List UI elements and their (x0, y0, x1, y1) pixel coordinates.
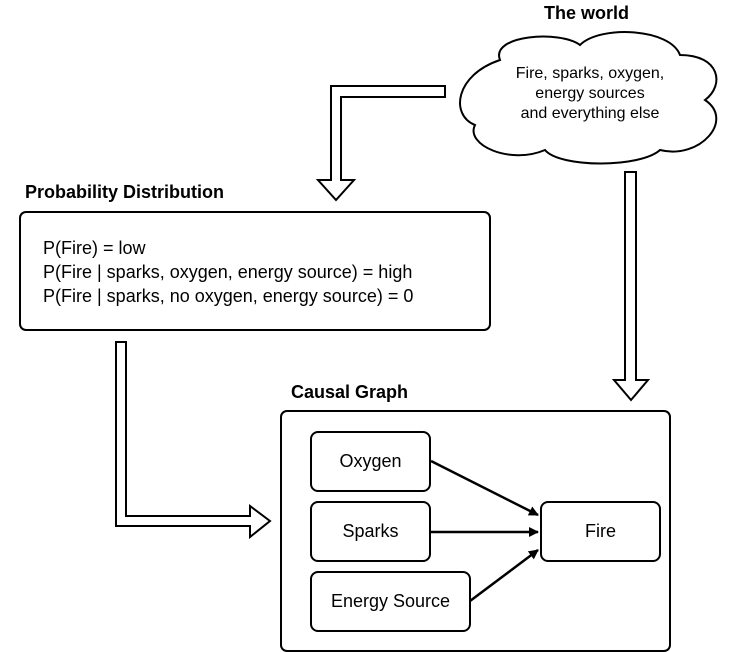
world-description: Fire, sparks, oxygen, energy sources and… (470, 64, 710, 124)
world-line: and everything else (520, 105, 660, 122)
probability-line: P(Fire) = low (43, 238, 146, 258)
probability-lines: P(Fire) = low P(Fire | sparks, oxygen, e… (43, 236, 413, 308)
probability-line: P(Fire | sparks, oxygen, energy source) … (43, 262, 413, 282)
edge-energy-fire (469, 549, 539, 602)
world-line: energy sources (535, 85, 645, 102)
node-energy-source: Energy Source (310, 571, 471, 632)
probability-line: P(Fire | sparks, no oxygen, energy sourc… (43, 286, 414, 306)
world-cloud (459, 31, 718, 165)
probability-title: Probability Distribution (25, 182, 225, 202)
node-oxygen: Oxygen (310, 431, 431, 492)
world-title: The world (544, 3, 629, 23)
probability-box (19, 211, 491, 331)
node-fire: Fire (540, 501, 661, 562)
world-line: Fire, sparks, oxygen, (515, 65, 665, 82)
arrow-world-to-probability (315, 85, 446, 202)
edge-oxygen-fire (430, 459, 539, 517)
causal-graph-title: Causal Graph (291, 382, 409, 402)
node-sparks: Sparks (310, 501, 431, 562)
arrow-probability-to-causal (115, 341, 272, 540)
arrow-world-to-causal (611, 171, 651, 402)
